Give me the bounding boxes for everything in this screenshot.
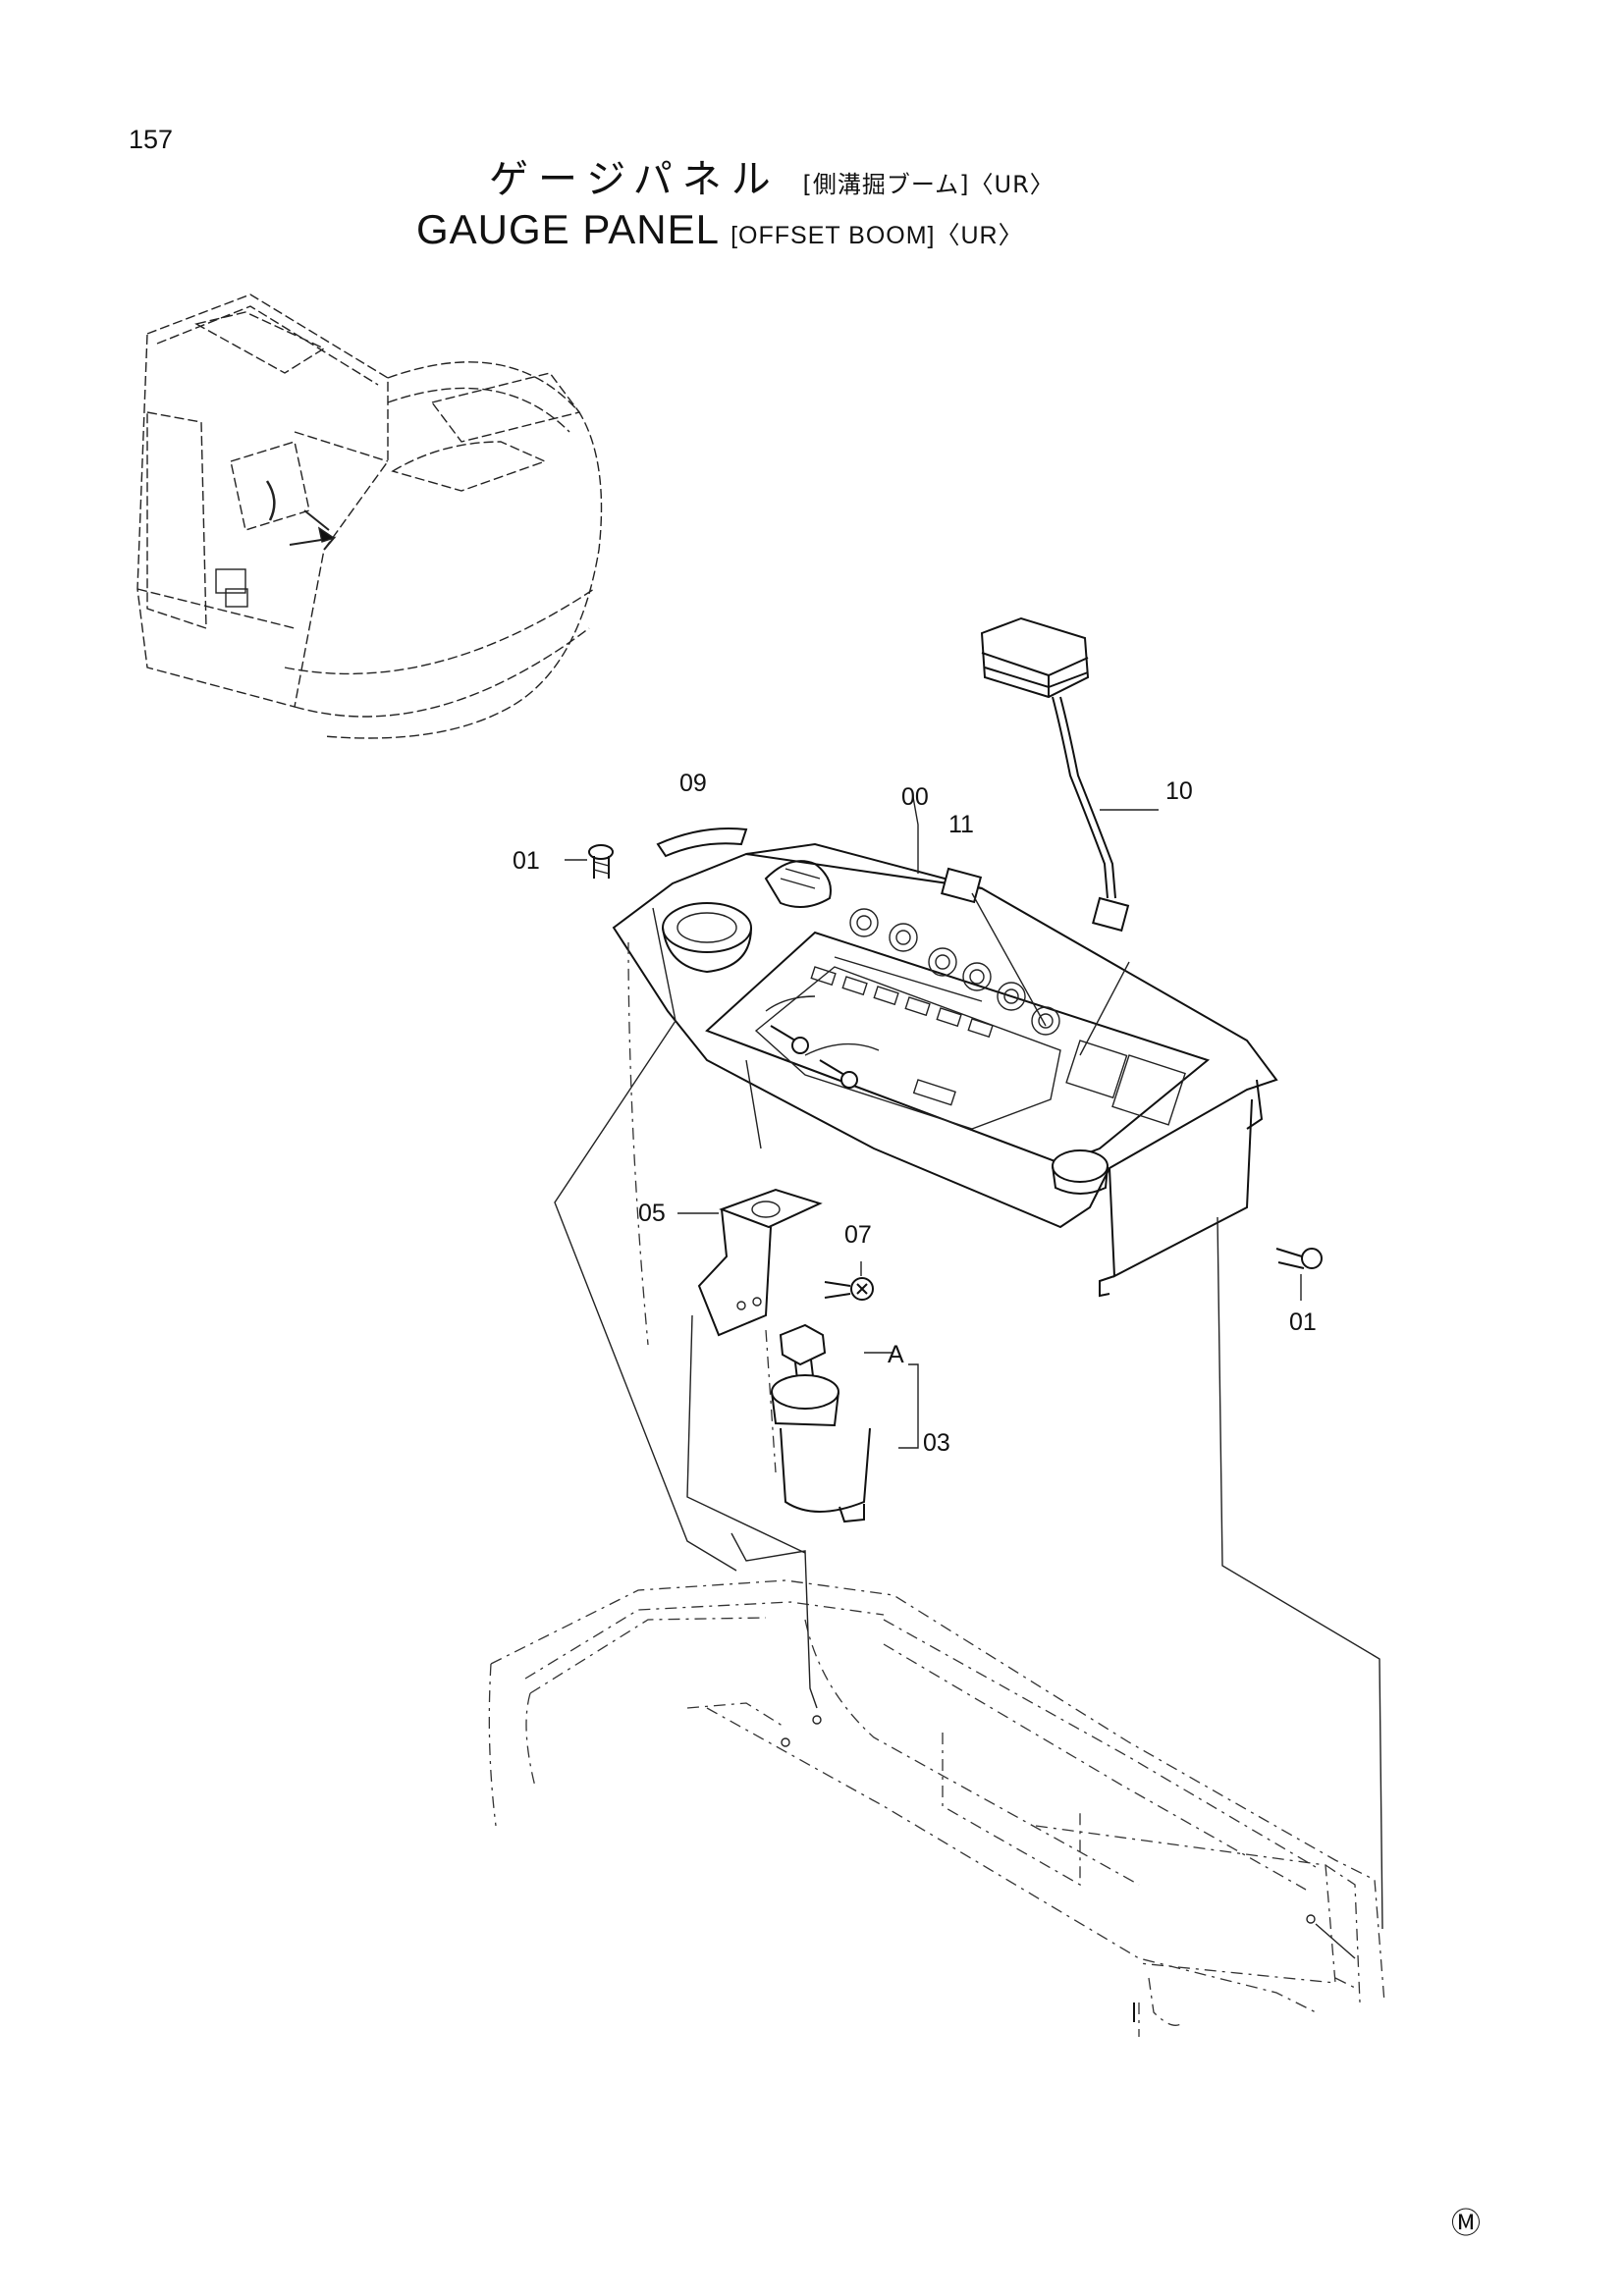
- title-english: GAUGE PANEL [OFFSET BOOM]〈UR〉: [416, 206, 1024, 253]
- leader-lines: [554, 796, 1383, 1959]
- page-number: 157: [129, 125, 174, 154]
- callout-labels: 00 01 01 03 05 07 09 10 11 A: [513, 770, 1317, 1457]
- part-01-screw-left: [565, 844, 614, 879]
- machine-overview-inset: [136, 294, 603, 739]
- part-07-screw: [824, 1261, 874, 1301]
- gauge-panel-assembly: [612, 842, 1278, 1298]
- title-en-main: GAUGE PANEL: [416, 206, 719, 252]
- callout-00: 00: [901, 783, 929, 811]
- callout-07: 07: [844, 1221, 872, 1249]
- part-03-key-switch: [771, 1323, 919, 1523]
- callout-11: 11: [948, 811, 974, 838]
- callout-01-right: 01: [1289, 1308, 1317, 1336]
- title-en-sub: [OFFSET BOOM]〈UR〉: [730, 222, 1024, 249]
- console-body: [488, 1579, 1385, 2037]
- title-jp-main: ゲージパネル: [489, 157, 781, 202]
- part-09-cover: [656, 828, 748, 858]
- callout-01-left: 01: [513, 847, 540, 875]
- title-jp-sub: [側溝掘ブーム]〈UR〉: [802, 171, 1055, 198]
- m-mark: Ⓜ: [1451, 2207, 1481, 2241]
- callout-A: A: [888, 1341, 904, 1368]
- part-10-harness: [980, 616, 1159, 933]
- callout-05: 05: [638, 1200, 666, 1227]
- title-japanese: ゲージパネル [側溝掘ブーム]〈UR〉: [489, 147, 1055, 204]
- part-05-bracket: [677, 1188, 823, 1337]
- callout-10: 10: [1165, 777, 1193, 805]
- callout-03: 03: [923, 1429, 950, 1457]
- callout-09: 09: [679, 770, 707, 797]
- part-01-screw-right: [1275, 1248, 1323, 1301]
